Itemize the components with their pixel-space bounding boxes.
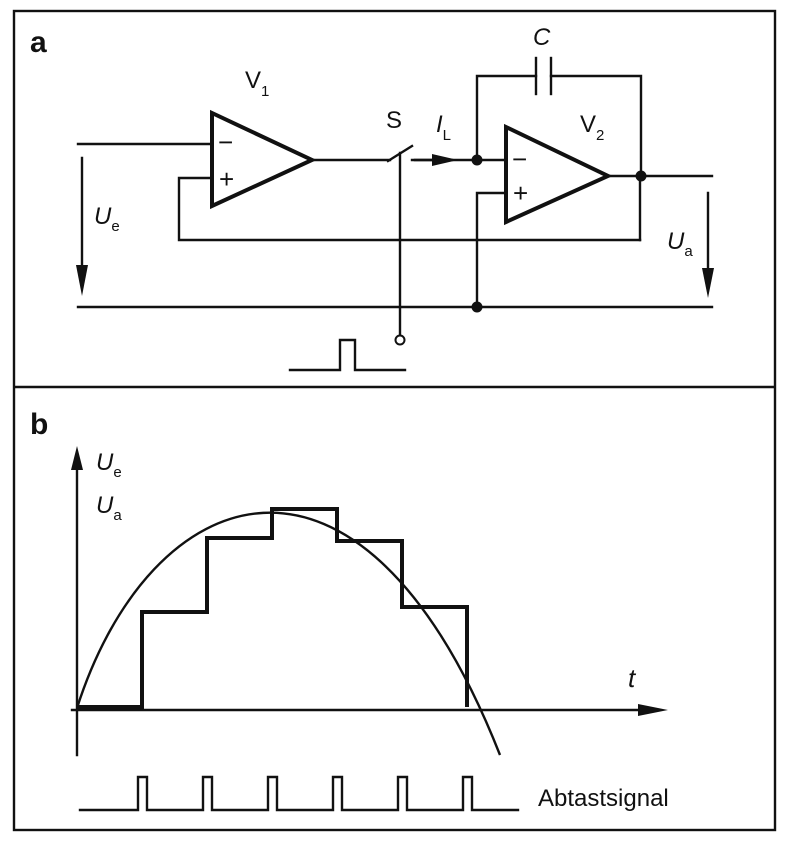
opamp-v2-label: V2 xyxy=(580,111,604,144)
circuit-schematic xyxy=(76,56,714,372)
x-axis-arrow xyxy=(638,704,668,716)
waveform-plot xyxy=(70,446,668,812)
current-label: IL xyxy=(436,111,451,144)
opamp-v2 xyxy=(504,123,613,226)
input-voltage-arrow xyxy=(76,265,88,296)
input-signal-curve xyxy=(75,511,502,756)
opamp-v1-minus: − xyxy=(218,127,233,157)
node-v2-minus xyxy=(471,154,483,166)
opamp-v1-label: V1 xyxy=(245,67,269,100)
opamp-v1 xyxy=(210,109,317,210)
current-arrow xyxy=(432,154,458,166)
sampling-signal-label: Abtastsignal xyxy=(538,785,669,812)
opamp-v2-plus: + xyxy=(513,178,528,208)
outer-frame xyxy=(12,9,777,832)
output-voltage-arrow xyxy=(702,268,714,298)
output-voltage-label: Ua xyxy=(667,228,693,260)
input-voltage-label: Ue xyxy=(94,203,120,235)
opamp-v2-minus: − xyxy=(512,144,527,174)
node-output xyxy=(635,170,647,182)
panel-a-label: a xyxy=(30,26,47,59)
panel-b-label: b xyxy=(30,408,48,441)
y-axis-label-ua: Ua xyxy=(96,492,122,524)
opamp-v1-plus: + xyxy=(219,164,234,194)
control-pulse xyxy=(288,338,407,372)
capacitor-label: C xyxy=(533,24,551,51)
switch-control-terminal xyxy=(394,334,406,346)
held-output-staircase xyxy=(77,507,469,709)
sampling-pulse-train xyxy=(78,775,520,812)
y-axis-arrow xyxy=(71,446,83,470)
x-axis-label: t xyxy=(628,663,637,693)
y-axis-label-ue: Ue xyxy=(96,449,122,481)
node-ground xyxy=(471,301,483,313)
switch-label: S xyxy=(386,107,402,134)
